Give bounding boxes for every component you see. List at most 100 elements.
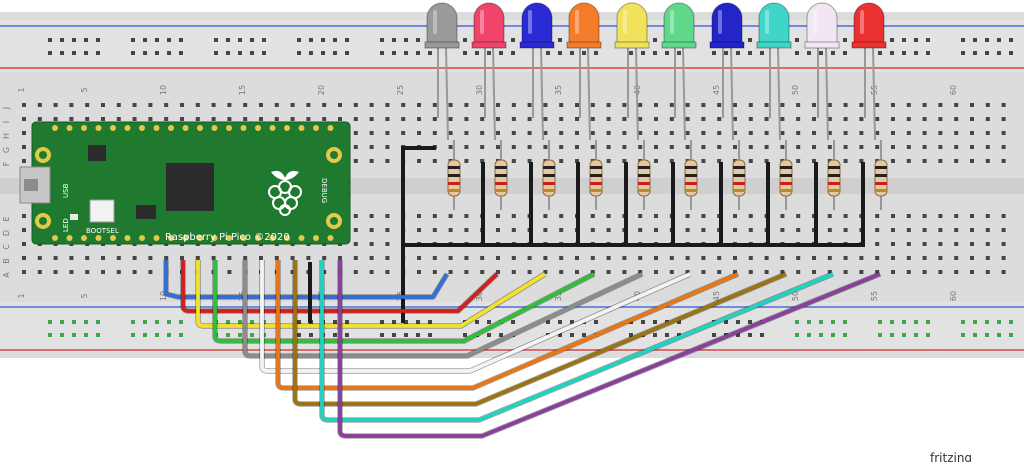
pin-pad [66,125,73,131]
rail-hole [985,320,989,324]
hole [353,145,358,149]
hole [827,256,832,260]
hole [780,270,785,274]
rail-hole [570,333,574,337]
hole [875,270,880,274]
resistor-band [448,174,460,177]
hole [543,228,548,232]
hole [464,117,469,121]
hole [859,131,864,135]
hole [464,145,469,149]
pin-pad [124,125,131,131]
rail-hole [96,333,100,337]
hole [290,103,295,107]
pin-pad [226,125,232,131]
hole [496,228,500,232]
hole [432,117,437,121]
hole [843,131,848,135]
hole [622,256,627,260]
resistor-band [543,166,555,169]
rail-hole [392,333,396,337]
hole [590,117,595,121]
pin-pad [269,235,276,241]
pico-model-label: Raspberry Pi Pico ©2020 [165,232,290,243]
hole [906,145,911,149]
rail-hole [84,333,88,337]
hole [306,256,311,260]
rail-hole [392,320,396,324]
rail-hole [416,320,420,324]
hole [464,228,469,232]
rail-hole [712,51,716,55]
hole [69,117,74,121]
hole [353,214,358,218]
rail-hole [878,51,882,55]
rail-hole [463,333,467,337]
rail-hole [143,320,147,324]
watermark: fritzing [930,451,972,462]
rail-hole [511,51,515,55]
hole [590,228,595,232]
hole [875,242,880,246]
rail-hole [973,320,977,324]
hole [85,117,90,121]
led-highlight [433,10,437,34]
hole [132,103,137,107]
hole [748,256,753,260]
hole [53,103,58,107]
rail-hole [748,51,752,55]
column-number: 15 [238,85,247,95]
rail-hole [843,320,847,324]
hole [938,131,943,135]
hole [1001,242,1006,246]
rail-hole [914,51,918,55]
row-letter: F [2,161,11,166]
rail-hole [807,320,811,324]
hole [22,117,26,121]
led-rim [756,41,792,49]
rp2040-chip [166,163,214,211]
hole [654,270,658,274]
hole [970,103,974,107]
rail-hole [84,51,88,55]
rail-hole [380,333,384,337]
hole [353,131,358,135]
hole [353,242,358,246]
hole [764,117,769,121]
resistor-band [590,189,602,192]
resistor-band [733,174,745,177]
rail-hole [760,51,764,55]
pin-pad [255,125,261,131]
hole [654,131,658,135]
hole [985,117,990,121]
hole [496,270,500,274]
hole [559,145,564,149]
hole [448,117,453,121]
ground-drops [481,162,865,245]
hole [448,103,453,107]
hole [717,256,722,260]
raspberry-logo-icon [268,170,302,216]
hole [764,103,769,107]
rail-hole [961,333,965,337]
led-label: LED [62,218,70,232]
hole [432,159,437,163]
rail-hole [997,38,1001,42]
hole [164,117,169,121]
rail-hole [546,320,550,324]
hole [274,103,279,107]
hole [559,131,564,135]
rail-hole [167,333,171,337]
hole [417,228,421,232]
hole [274,256,279,260]
rail-hole [84,38,88,42]
hole [1001,145,1006,149]
hole [938,103,943,107]
hole [843,159,848,163]
bootsel-button [89,199,115,223]
hole [527,270,532,274]
hole [575,270,579,274]
hole [717,103,722,107]
rail-hole [653,320,657,324]
hole [938,117,943,121]
